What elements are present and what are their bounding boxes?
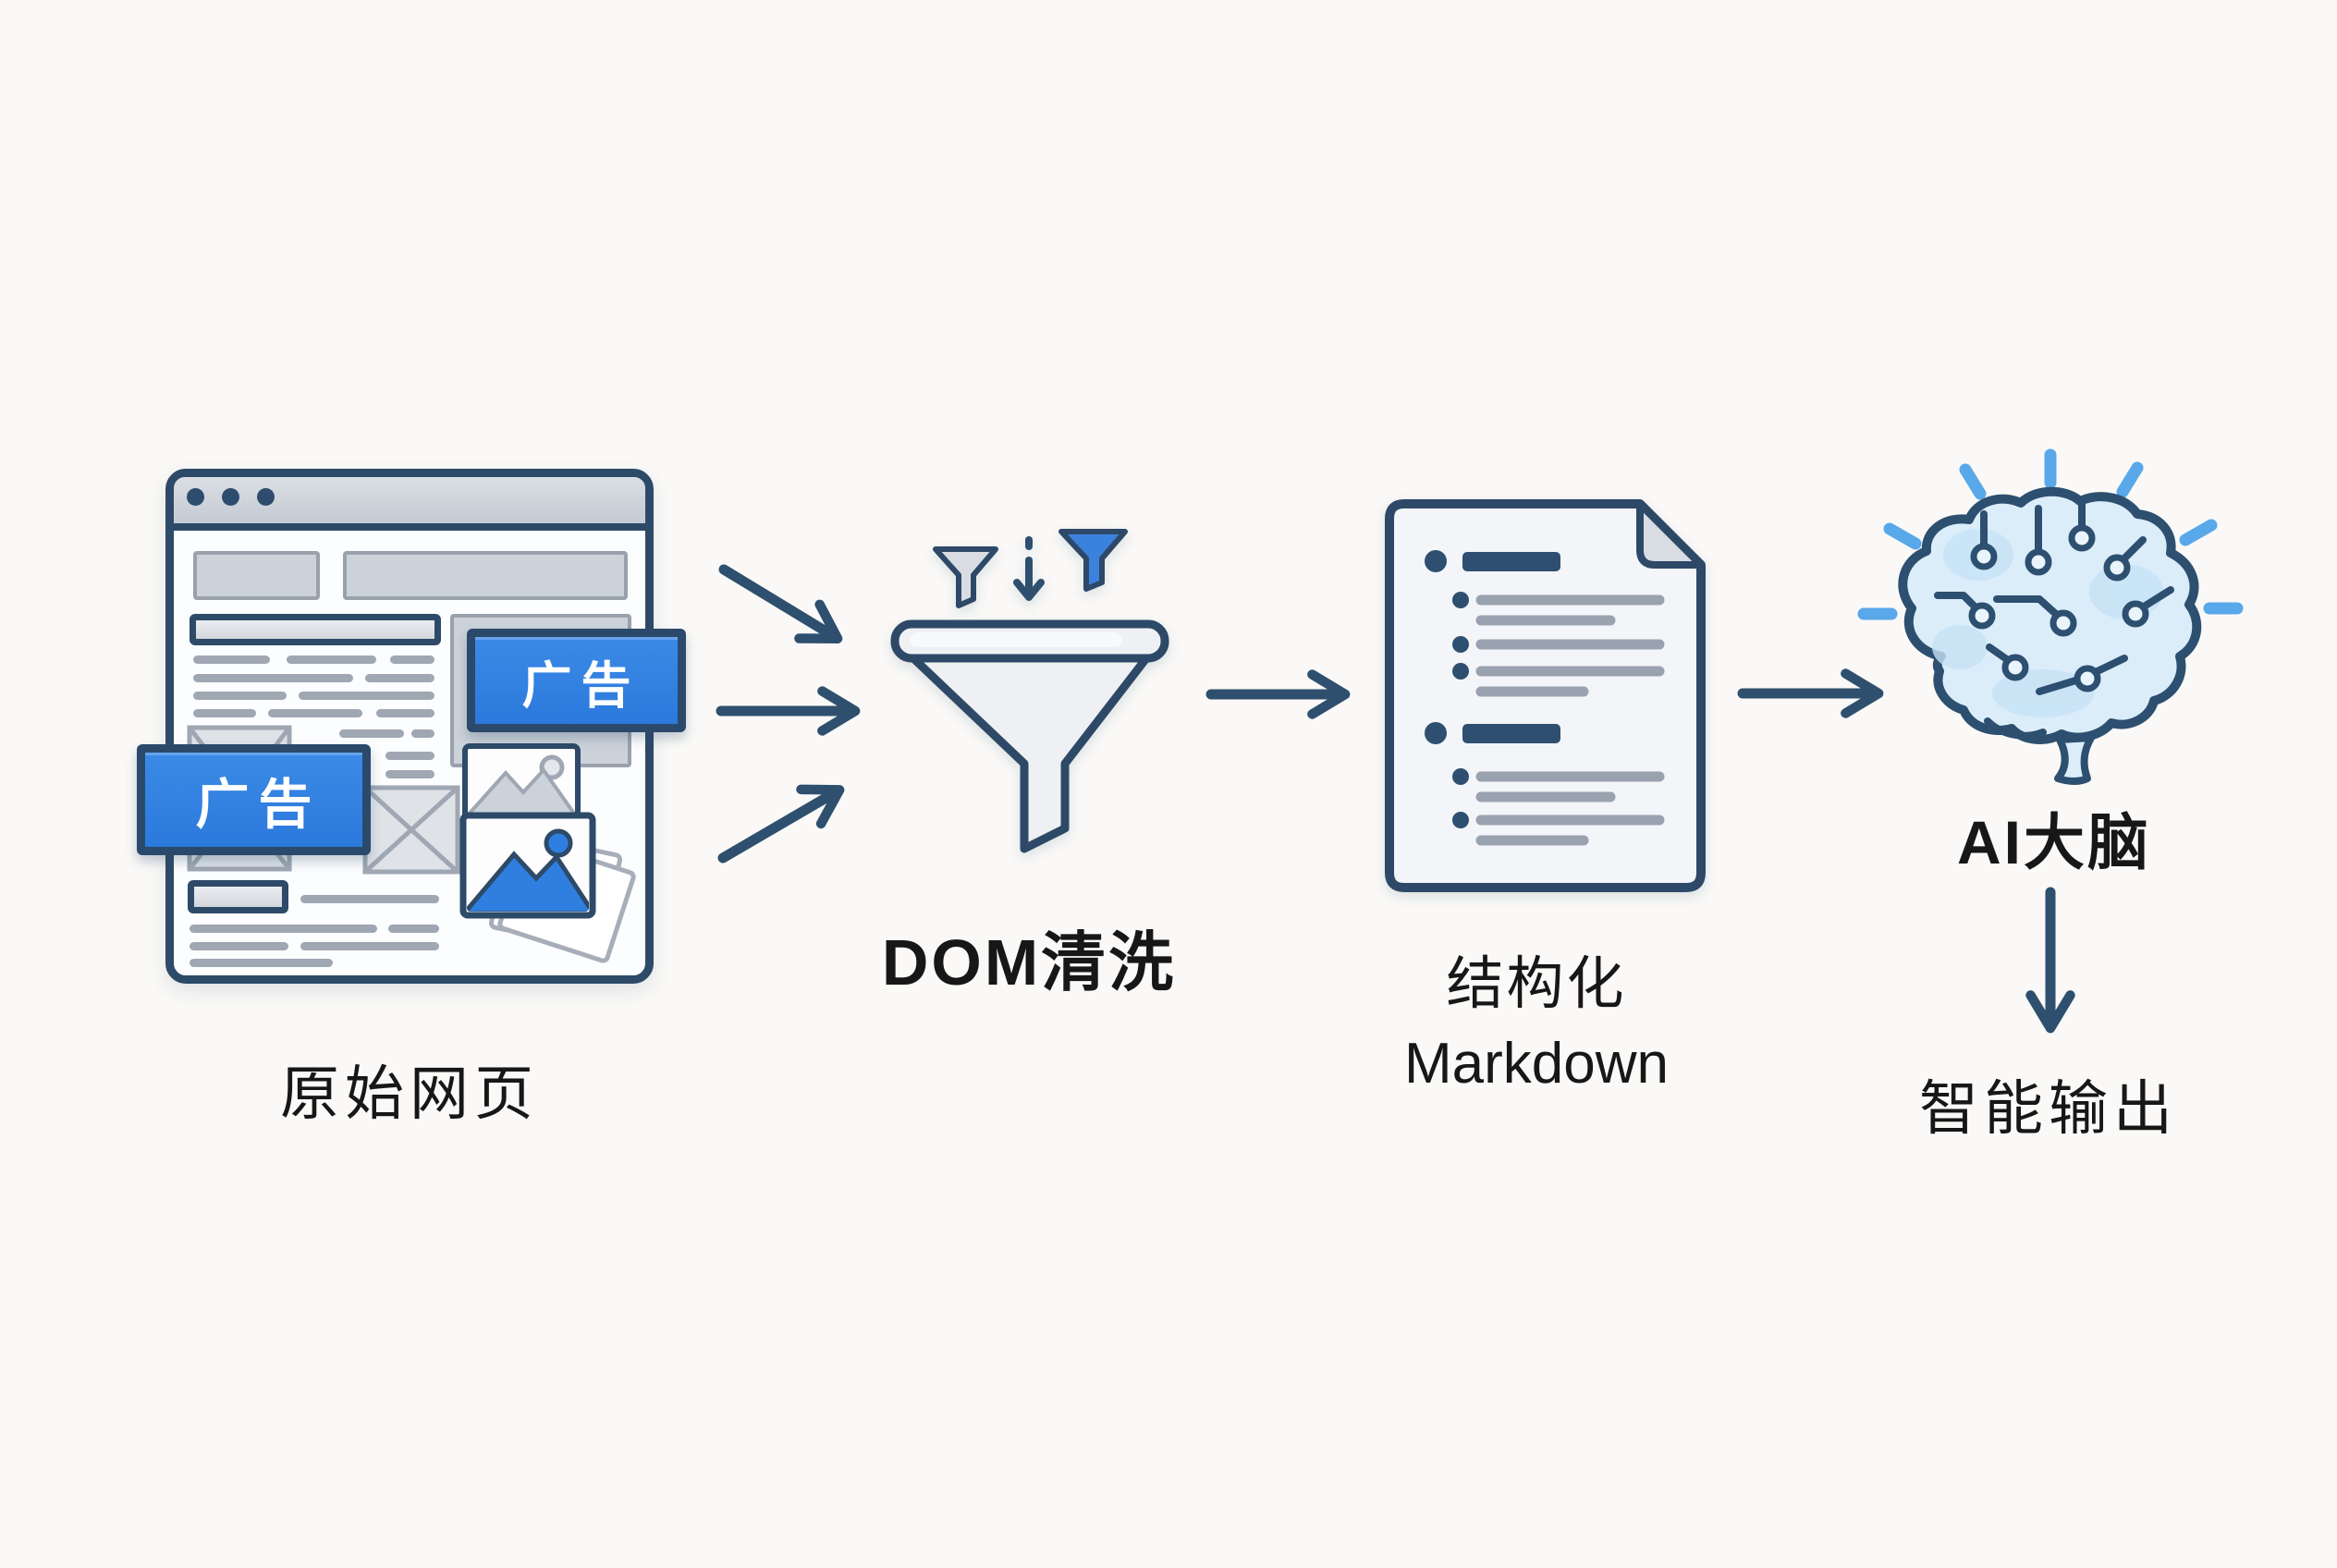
ad-overlay-right: 广告 — [467, 629, 686, 732]
wireframe-line — [388, 925, 439, 933]
label-markdown: 结构化 Markdown — [1404, 945, 1669, 1103]
wireframe-line — [268, 709, 362, 717]
circuit-traces — [1934, 497, 2174, 740]
wireframe-line — [385, 752, 434, 760]
label-dom-clean: DOM清洗 — [881, 926, 1177, 998]
wireframe-line — [287, 655, 376, 664]
mini-funnel-blue-icon — [1058, 529, 1128, 592]
wireframe-line — [365, 674, 434, 682]
wireframe-footer-box — [188, 880, 288, 913]
wireframe-line — [339, 729, 404, 738]
brain-rays-icon — [1857, 448, 2244, 620]
brain-shading — [1932, 529, 2163, 717]
mini-funnel-gray-icon — [933, 546, 998, 608]
wireframe-line — [390, 655, 434, 664]
wireframe-line — [193, 674, 353, 682]
label-markdown-line2: Markdown — [1404, 1031, 1669, 1096]
arrow-icon — [717, 784, 845, 864]
wireframe-line — [193, 655, 270, 664]
label-output: 智能输出 — [1919, 1075, 2178, 1142]
ad-label: 广告 — [521, 657, 641, 714]
wireframe-line — [300, 942, 439, 950]
wireframe-line — [190, 942, 288, 950]
wireframe-line — [376, 709, 434, 717]
window-dot-icon — [257, 488, 275, 506]
arrow-icon — [718, 564, 843, 643]
mini-down-arrow-icon — [1013, 536, 1045, 601]
wireframe-banner — [190, 614, 441, 645]
wireframe-line — [190, 959, 333, 967]
browser-titlebar — [174, 477, 645, 531]
wireframe-header-right — [343, 551, 628, 600]
window-dot-icon — [222, 488, 239, 506]
window-dot-icon — [187, 488, 204, 506]
label-ai-brain: AI大脑 — [1957, 808, 2151, 876]
page-fold-icon — [1636, 500, 1705, 569]
wireframe-line — [300, 895, 439, 903]
ai-brain-icon — [1857, 448, 2244, 785]
markdown-document-icon — [1385, 499, 1706, 892]
wireframe-line — [193, 692, 287, 700]
label-markdown-line1: 结构化 — [1446, 952, 1627, 1016]
wireframe-line — [190, 925, 377, 933]
funnel-icon — [890, 529, 1169, 853]
wireframe-line — [385, 770, 434, 778]
wireframe-line — [299, 692, 434, 700]
wireframe-header-left — [193, 551, 320, 600]
label-source: 原始网页 — [280, 1060, 539, 1127]
doc-lines — [1475, 594, 1665, 846]
brain-stem — [2054, 734, 2095, 785]
ad-overlay-left: 广告 — [137, 744, 371, 855]
ad-label: 广告 — [195, 775, 322, 835]
circuit-nodes — [1968, 524, 2149, 692]
wireframe-line — [411, 729, 434, 738]
wireframe-line — [193, 709, 256, 717]
doc-headings — [1425, 550, 1560, 828]
